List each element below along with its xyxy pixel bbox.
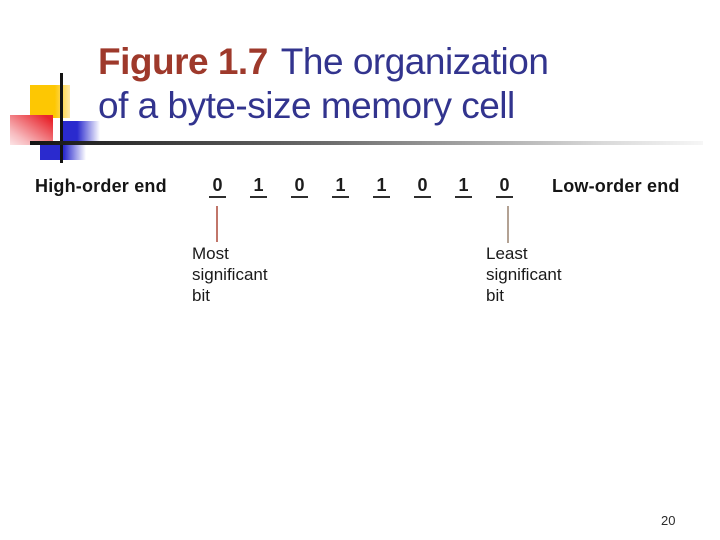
least-significant-bit-label: Least significant bit [486, 243, 562, 306]
lsb-caption-line: significant [486, 265, 562, 284]
bit-value: 0 [414, 176, 431, 198]
slide-page-number: 20 [661, 513, 676, 528]
high-order-end-label: High-order end [35, 176, 167, 196]
low-order-end-label: Low-order end [552, 176, 680, 196]
title-line1-text: The organization [280, 41, 549, 82]
crosshair-vertical-line [60, 73, 63, 163]
deco-blue-square-upper [62, 121, 100, 142]
bit-value: 0 [209, 176, 226, 198]
slide-title: Figure 1.7 The organization of a byte-siz… [98, 40, 698, 128]
bit-value: 0 [291, 176, 308, 198]
title-underline-rule [30, 141, 703, 145]
bit-value: 0 [496, 176, 513, 198]
deco-blue-square-lower [40, 142, 86, 160]
deco-yellow-square [30, 85, 70, 118]
msb-caption-line: bit [192, 286, 210, 305]
deco-red-gradient-square [10, 115, 53, 145]
lsb-caption-line: bit [486, 286, 504, 305]
most-significant-bit-label: Most significant bit [192, 243, 268, 306]
msb-caption-line: Most [192, 244, 229, 263]
msb-caption-line: significant [192, 265, 268, 284]
bit-value: 1 [373, 176, 390, 198]
bit-row: 0 1 0 1 1 0 1 0 [209, 176, 513, 198]
title-line2-text: of a byte-size memory cell [98, 85, 515, 126]
msb-connector-line [216, 206, 218, 242]
bit-value: 1 [250, 176, 267, 198]
figure-number-label: Figure 1.7 [98, 41, 268, 82]
bit-value: 1 [455, 176, 472, 198]
bit-value: 1 [332, 176, 349, 198]
lsb-connector-line [507, 206, 509, 243]
lsb-caption-line: Least [486, 244, 528, 263]
